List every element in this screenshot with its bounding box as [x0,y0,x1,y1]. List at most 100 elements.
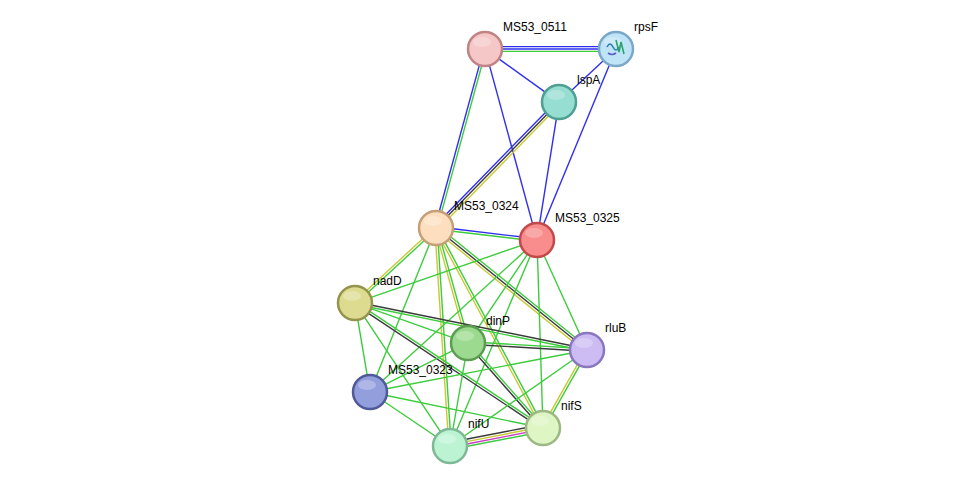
node-disc [526,411,560,445]
node-label: MS53_0325 [555,211,620,225]
interaction-edge [453,360,465,430]
interaction-edge [385,351,453,385]
node-gloss [438,434,456,444]
node-gloss [343,291,361,301]
node-gloss [424,216,442,226]
protein-node: MS53_0324 [418,210,454,246]
evidence-strand [446,112,545,214]
node-disc [433,429,467,463]
interaction-edge [383,251,525,380]
protein-node: lspA [541,84,577,120]
evidence-strand [453,231,520,239]
node-label: MS53_0511 [503,20,567,34]
node-label: nadD [373,274,402,288]
interaction-edge [571,61,603,91]
evidence-strand [499,59,545,92]
evidence-strand [544,255,580,334]
node-gloss [531,416,549,426]
node-gloss [525,228,543,238]
protein-node: MS53_0325 [519,222,555,258]
node-disc [338,286,372,320]
protein-node: nifS [525,410,561,446]
node-gloss [473,37,491,47]
evidence-strand [571,61,603,91]
node-gloss [575,338,593,348]
evidence-strand [477,254,527,329]
interaction-edge [439,65,481,212]
evidence-strand [450,116,549,218]
evidence-strand [467,432,527,444]
node-disc [419,211,453,245]
evidence-strand [453,360,465,430]
evidence-strand [502,46,599,47]
interaction-edge [544,255,580,334]
node-circle [598,31,634,67]
evidence-strand [371,246,521,298]
interaction-edge [446,112,549,217]
evidence-strand [485,345,570,350]
node-circle [519,222,555,258]
node-circle [541,84,577,120]
protein-node: rluB [569,332,605,368]
evidence-strand [466,430,526,442]
node-gloss [547,90,565,100]
protein-node: MS53_0323 [352,374,388,410]
node-label: MS53_0324 [454,199,519,213]
node-circle [467,31,503,67]
evidence-strand [387,353,571,389]
node-disc [468,32,502,66]
interaction-edge [387,395,527,424]
evidence-strand [480,355,533,415]
evidence-strand [384,402,436,437]
interaction-edge [499,59,545,92]
evidence-strand [538,257,543,411]
node-label: nifS [561,399,582,413]
node-circle [432,428,468,464]
interaction-edge [485,343,570,350]
node-disc [542,85,576,119]
node-circle [352,374,388,410]
evidence-strand [385,351,453,385]
evidence-strand [448,114,547,216]
structure-icon [607,40,624,55]
node-disc [570,333,604,367]
node-disc [451,326,485,360]
node-label: dinP [486,314,510,328]
node-label: nifU [468,417,489,431]
node-circle [525,410,561,446]
node-label: lspA [577,73,600,87]
interaction-edge [387,353,571,389]
evidence-strand [502,51,599,52]
protein-node: nifU [432,428,468,464]
node-circle [450,325,486,361]
node-gloss [358,380,376,390]
node-label: rpsF [634,20,658,34]
evidence-strand [368,240,424,292]
interaction-edge [538,257,543,411]
evidence-strand [370,311,530,417]
interaction-edge [384,402,436,437]
evidence-strand [445,242,536,412]
interaction-edge [502,47,599,52]
evidence-strand [502,48,599,49]
protein-node: dinP [450,325,486,361]
loop-mark [608,53,616,55]
strand-mark [616,40,624,54]
evidence-strand [358,320,367,375]
evidence-strand [383,251,525,380]
interaction-edge [540,119,557,223]
node-disc [599,32,633,66]
node-label: rluB [605,321,626,335]
interaction-edge [453,229,521,239]
interaction-edge [358,320,367,375]
node-gloss [456,331,474,341]
node-disc [520,223,554,257]
protein-node: rpsF [598,31,634,67]
node-disc [353,375,387,409]
evidence-strand [540,119,557,223]
interaction-edge [371,246,521,298]
protein-node: MS53_0511 [467,31,503,67]
node-circle [569,332,605,368]
evidence-strand [387,395,527,424]
node-circle [418,210,454,246]
